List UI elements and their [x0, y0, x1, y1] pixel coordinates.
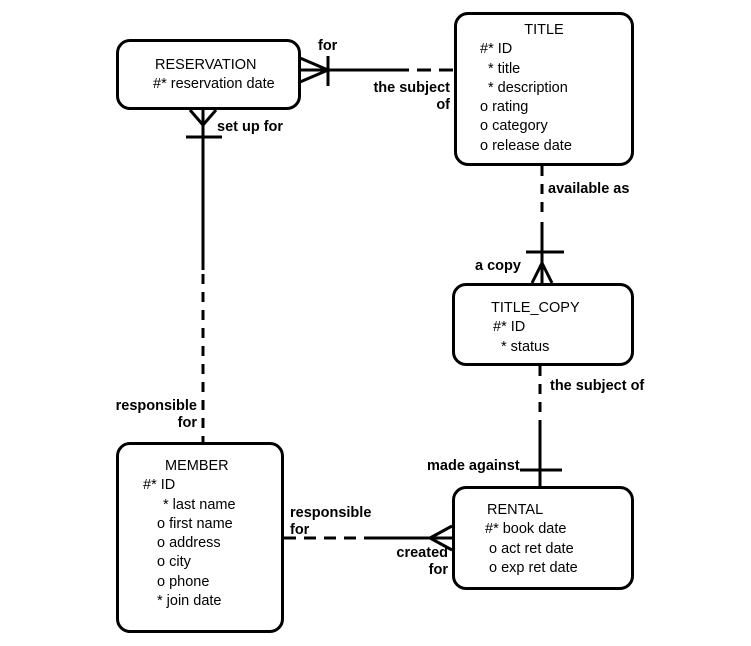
line-reservation-member [186, 109, 222, 442]
entity-reservation-name: RESERVATION [155, 57, 257, 73]
entity-member[interactable]: MEMBER #* ID * last name o first name o … [116, 442, 284, 633]
entity-member-name: MEMBER [165, 458, 229, 474]
line-titlecopy-rental [520, 366, 562, 486]
line-reservation-title [299, 56, 455, 86]
attribute-reservation-date: #* reservation date [153, 76, 275, 93]
attribute-title-title: * title [488, 60, 521, 77]
attribute-title-description: * description [488, 79, 568, 96]
entity-title-name: TITLE [524, 22, 564, 38]
line-member-rental [284, 524, 453, 552]
entity-title-copy-name: TITLE_COPY [491, 300, 580, 316]
label-title-the-subject-of-line1: the subject [373, 80, 450, 96]
label-title-the-subject-of-line2: of [436, 97, 450, 113]
label-member-responsible-for-line1: responsible [115, 398, 197, 414]
attribute-member-phone: o phone [157, 573, 210, 590]
attribute-title-copy-id: #* ID [493, 319, 526, 336]
label-reservation-for: for [318, 38, 338, 54]
attribute-member-first-name: o first name [157, 515, 233, 532]
entity-rental[interactable]: RENTAL #* book date o act ret date o exp… [452, 486, 634, 590]
label-member-responsible-for: responsible for [96, 398, 197, 432]
attribute-member-city: o city [157, 554, 191, 571]
attribute-title-release-date: o release date [480, 137, 572, 154]
attribute-member-id: #* ID [143, 477, 176, 494]
label-rental-created-for-line1: created [396, 545, 448, 561]
entity-title-copy[interactable]: TITLE_COPY #* ID * status [452, 283, 634, 366]
attribute-member-join-date: * join date [157, 593, 222, 610]
attribute-rental-act-ret-date: o act ret date [489, 540, 574, 557]
label-member-responsible-for-rental-line1: responsible [290, 505, 372, 521]
attribute-title-id: #* ID [480, 41, 513, 58]
entity-reservation[interactable]: RESERVATION #* reservation date [116, 39, 301, 110]
attribute-rental-book-date: #* book date [485, 521, 567, 538]
label-member-responsible-for-rental-line2: for [290, 522, 310, 538]
label-title-available-as: available as [548, 181, 630, 197]
label-member-responsible-for-rental: responsible for [290, 505, 371, 539]
label-member-responsible-for-line2: for [177, 415, 197, 431]
label-title-copy-the-subject-of: the subject of [550, 378, 645, 394]
entity-rental-name: RENTAL [487, 502, 544, 518]
label-rental-created-for: created for [378, 545, 448, 579]
label-rental-created-for-line2: for [428, 562, 448, 578]
entity-title[interactable]: TITLE #* ID * title * description o rati… [454, 12, 634, 166]
label-rental-made-against: made against [427, 458, 520, 474]
label-title-copy-a-copy: a copy [475, 258, 521, 274]
attribute-title-category: o category [480, 118, 548, 135]
line-title-titlecopy [526, 166, 564, 284]
label-reservation-set-up-for: set up for [217, 119, 284, 135]
attribute-rental-exp-ret-date: o exp ret date [489, 559, 578, 576]
attribute-title-copy-status: * status [501, 338, 550, 355]
attribute-title-rating: o rating [480, 99, 529, 116]
attribute-member-last-name: * last name [163, 496, 236, 513]
label-title-the-subject-of: the subject of [350, 80, 450, 114]
attribute-member-address: o address [157, 535, 221, 552]
